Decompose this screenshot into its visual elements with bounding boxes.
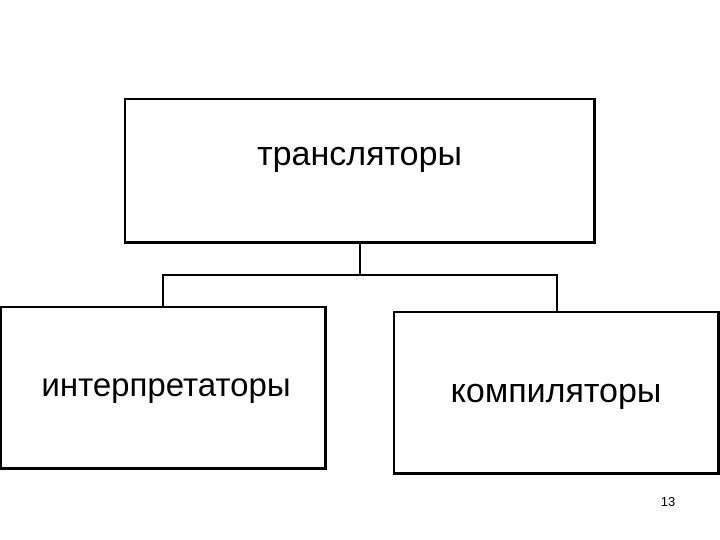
node-compilers-label: компиляторы (450, 371, 662, 410)
node-translators: трансляторы (124, 98, 596, 244)
node-interpreters-label: интерпретаторы (41, 366, 291, 403)
page-number: 13 (660, 494, 676, 509)
node-translators-label: трансляторы (257, 135, 462, 173)
node-compilers: компиляторы (393, 311, 720, 475)
node-interpreters: интерпретаторы (0, 306, 327, 470)
